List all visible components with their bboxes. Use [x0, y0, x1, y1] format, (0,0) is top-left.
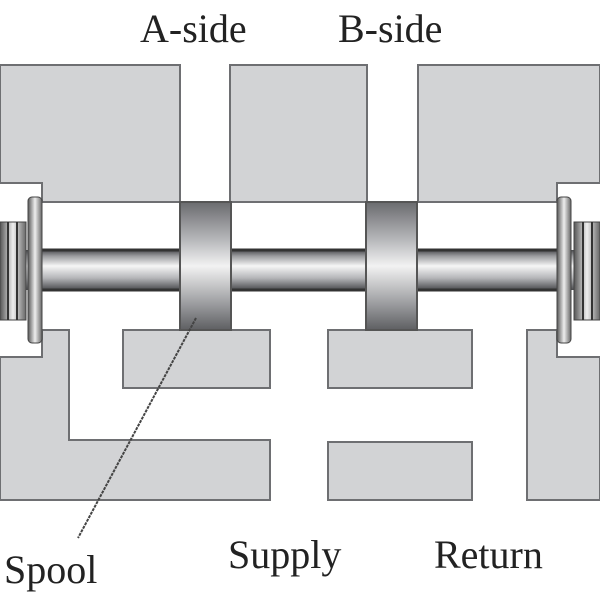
label-supply: Supply	[228, 532, 341, 577]
spool-leader-line	[77, 317, 197, 539]
body-top-middle	[229, 64, 368, 203]
spool-land-b	[365, 201, 418, 331]
body-bottom-left	[0, 329, 271, 501]
left-spring	[0, 221, 27, 321]
body-bottom-mid-right-lower	[327, 441, 473, 501]
spool-rod	[20, 250, 580, 290]
right-end-disc	[556, 196, 572, 344]
body-top-right	[417, 64, 600, 203]
right-spring	[573, 221, 600, 321]
label-return: Return	[434, 532, 543, 577]
valve-body	[0, 64, 600, 501]
label-b-side: B-side	[338, 6, 442, 51]
left-end-disc	[27, 196, 43, 344]
spool	[0, 196, 600, 344]
body-bottom-mid-right-upper	[327, 329, 473, 389]
spool-land-a	[179, 201, 232, 331]
body-top-left	[0, 64, 181, 203]
label-a-side: A-side	[140, 6, 247, 51]
body-bottom-mid-left-upper	[122, 329, 271, 389]
label-spool: Spool	[4, 547, 97, 592]
body-bottom-right	[526, 329, 600, 501]
